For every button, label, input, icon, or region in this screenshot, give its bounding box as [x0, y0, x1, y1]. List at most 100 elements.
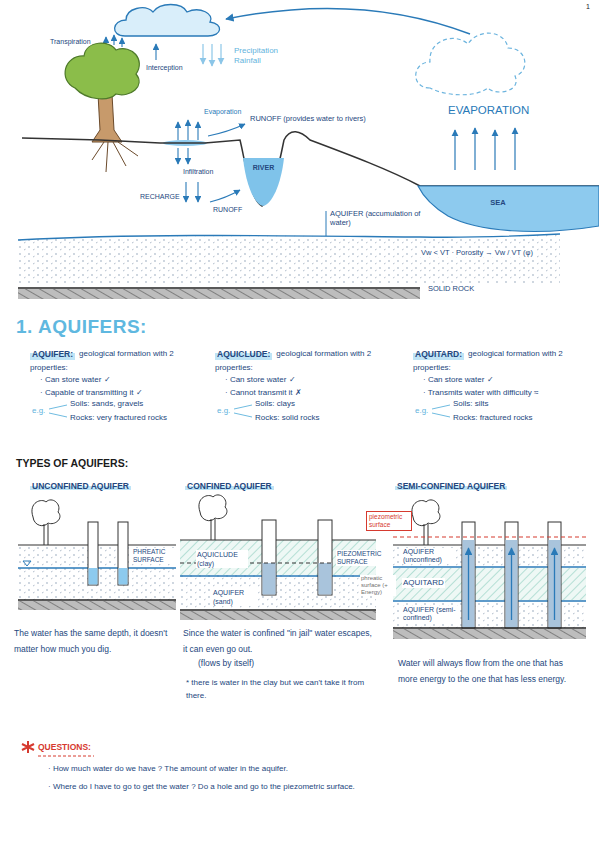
process-label: Precipitation Rainfall	[234, 46, 290, 66]
confined-aquifer-sketch	[319, 563, 332, 595]
cycle-arrow	[226, 8, 470, 34]
water-flow-arrows	[177, 122, 178, 140]
unconfined-aquifer-sketch	[118, 522, 128, 585]
semi-confined-aquifer-sketch	[463, 540, 475, 628]
process-label: Infiltration	[183, 168, 213, 176]
example-tag: e.g.	[32, 406, 45, 416]
water-flow-arrows	[177, 148, 178, 164]
semi-confined-aquifer-sketch	[393, 629, 586, 639]
process-label: Evaporation	[204, 108, 241, 116]
layer-label: AQUITARD	[402, 578, 445, 588]
tree	[92, 142, 138, 172]
solid-rock	[18, 289, 420, 299]
example-text: Rocks: fractured rocks	[453, 413, 533, 423]
transpiration-arrows	[113, 35, 114, 45]
surface-label: phreatic surface (+ Energy)	[360, 575, 396, 596]
transpiration-arrows	[155, 44, 156, 60]
type-heading: CONFINED AQUIFER	[185, 481, 274, 491]
layer-label: AQUIFER (semi-confined)	[402, 606, 458, 622]
vapour-cloud	[416, 33, 525, 95]
definition-text: geological formation with 2 properties:	[30, 347, 183, 375]
semi-confined-aquifer-sketch	[505, 522, 518, 628]
evaporation-arrows	[454, 130, 455, 170]
precipitation-arrows	[202, 44, 203, 64]
porosity-formula: Vw < VT · Porosity → Vw / VT (φ)	[420, 248, 534, 257]
aquifer-band	[18, 234, 560, 283]
confined-aquifer-sketch	[262, 520, 276, 595]
explanation-text: (flows by itself)	[198, 658, 254, 668]
tree	[65, 43, 139, 99]
term-heading: AQUIFER:	[30, 347, 75, 361]
tree	[92, 94, 122, 142]
layer-label: AQUIFER (accumulation of water)	[330, 209, 430, 227]
example-text: Soils: sands, gravels	[70, 399, 143, 409]
aquifer-band	[18, 234, 560, 240]
water-flow-arrows	[185, 182, 186, 202]
layer-label: AQUIFER (sand)	[212, 588, 256, 606]
leader-line	[326, 211, 327, 236]
property-bullet: · Transmits water with difficulty ≈	[423, 388, 538, 398]
layer-label: AQUICLUDE (clay)	[196, 550, 248, 568]
semi-confined-aquifer-sketch	[393, 536, 586, 537]
river-channel: RIVER	[241, 140, 286, 208]
aquifer-band	[18, 234, 560, 283]
water-flow-arrows	[197, 182, 198, 202]
rain-cloud	[115, 5, 220, 37]
evaporation-arrows	[514, 128, 515, 170]
definition-text: geological formation with 2 properties:	[215, 347, 380, 375]
semi-confined-aquifer-sketch	[549, 540, 561, 628]
solid-rock	[18, 288, 420, 299]
unconfined-aquifer-sketch	[32, 500, 60, 545]
sea-body: SEA	[418, 186, 599, 234]
example-arrows	[49, 405, 67, 417]
process-label: Interception	[146, 64, 183, 72]
unconfined-aquifer-sketch	[18, 601, 176, 610]
section-heading: TYPES OF AQUIFERS:	[16, 457, 128, 470]
property-bullet: · Can store water ✓	[40, 375, 111, 385]
confined-aquifer-sketch	[180, 611, 376, 620]
water-flow-arrows	[187, 120, 188, 140]
precipitation-arrows	[203, 44, 221, 66]
semi-confined-aquifer-sketch	[462, 522, 475, 628]
process-label: RUNOFF	[213, 206, 242, 214]
sea-body-outline	[418, 186, 599, 231]
question-marker	[38, 756, 94, 757]
layer-label: SOLID ROCK	[428, 284, 474, 293]
property-bullet: · Can store water ✓	[423, 375, 494, 385]
property-bullet: · Can store water ✓	[225, 375, 296, 385]
property-bullet: · Cannot transmit it ✗	[225, 388, 302, 398]
example-tag: e.g.	[415, 406, 428, 416]
surface-label: PHREATIC SURFACE	[132, 548, 178, 564]
example-text: Rocks: very fractured rocks	[70, 413, 167, 423]
explanation-text: The water has the same depth, it doesn't…	[14, 625, 189, 657]
confined-aquifer-sketch	[180, 539, 376, 540]
leader-line	[326, 211, 327, 236]
surface-label: piezometric surface	[366, 511, 412, 531]
explanation-text: Since the water is confined "in jail" wa…	[183, 625, 378, 657]
evaporation-arrows	[474, 128, 475, 170]
confined-aquifer-sketch	[180, 609, 376, 610]
explanation-text: Water will always flow from the one that…	[398, 655, 583, 687]
unconfined-aquifer-sketch	[119, 568, 128, 585]
node-label: SEA	[418, 198, 578, 207]
property-bullet: · Capable of transmitting it ✓	[40, 388, 143, 398]
sea-body-outline	[418, 186, 599, 234]
unconfined-aquifer-sketch	[18, 599, 176, 600]
transpiration-arrows	[121, 38, 122, 47]
term-heading: AQUICLUDE:	[215, 347, 272, 361]
confined-aquifer-sketch	[180, 575, 376, 610]
section-title: 1. AQUIFERS:	[16, 316, 147, 339]
question-marker	[22, 741, 94, 756]
confined-aquifer-sketch	[263, 563, 276, 595]
example-arrows	[234, 405, 252, 417]
evaporation-arrows	[494, 130, 495, 170]
solid-rock	[18, 287, 420, 288]
example-arrows	[432, 405, 450, 417]
definition-text: geological formation with 2 properties:	[413, 347, 572, 375]
vapour-cloud	[416, 33, 525, 95]
semi-confined-aquifer-sketch	[554, 548, 555, 620]
unconfined-aquifer-sketch	[23, 561, 31, 566]
